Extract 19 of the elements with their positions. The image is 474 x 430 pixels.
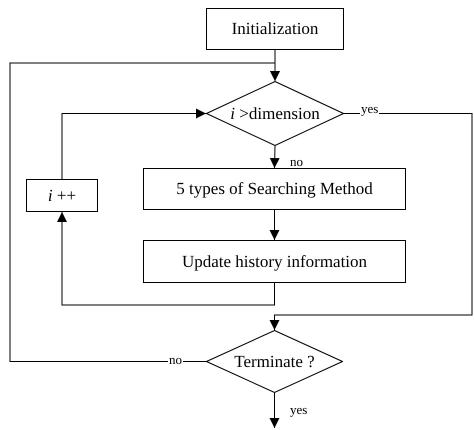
arrow [57,212,275,306]
process-box [206,8,344,50]
arrow [62,108,206,180]
arrow [10,62,280,362]
node-label: Initialization [232,19,318,39]
node-label: i ++ [48,186,76,206]
process-box [143,168,406,210]
node-label: Update history information [182,252,368,272]
node-label: i >dimension [230,104,320,124]
node-label: Terminate ? [234,352,315,372]
node-label: 5 types of Searching Method [176,179,373,199]
arrow [270,210,280,240]
decision-diamond [206,330,343,393]
decision-diamond [206,81,344,146]
arrow [270,392,280,428]
arrow [270,113,472,330]
process-box [26,179,98,212]
arrow [270,146,280,168]
process-box [143,240,406,283]
